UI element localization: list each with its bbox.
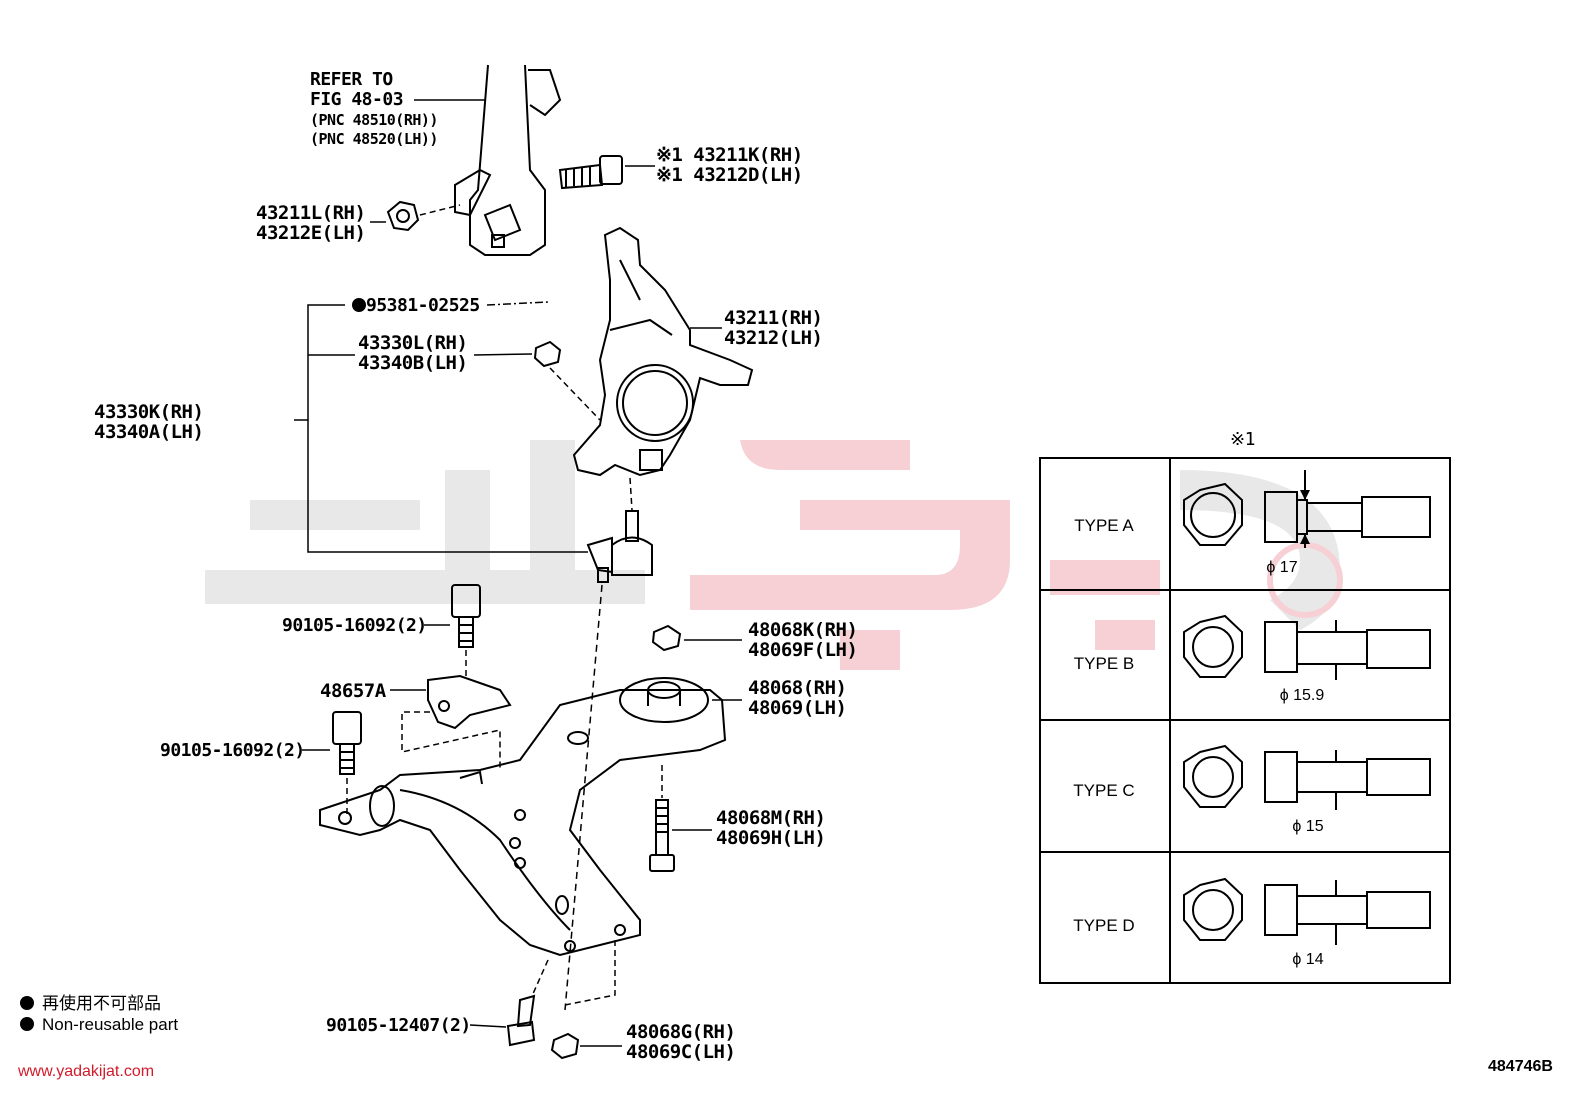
refer-line2: FIG 48-03: [310, 89, 404, 110]
table-header: ※1: [1230, 429, 1255, 450]
label-43212e-lh: 43212E(LH): [256, 222, 366, 244]
nut-43330l: [533, 340, 562, 368]
label-95381-02525: 95381-02525: [352, 296, 480, 315]
type-b-bolt-drawing: [1183, 614, 1431, 680]
label-90105-16092-b: 90105-16092(2): [160, 740, 305, 761]
type-d-diameter: ϕ 14: [1292, 951, 1324, 968]
type-a-diameter: ϕ 17: [1266, 559, 1298, 576]
bolt-90105-a: [451, 584, 481, 648]
bolt-type-table: [1039, 457, 1451, 984]
lower-control-arm: [319, 689, 727, 957]
label-43211l-rh: 43211L(RH): [256, 202, 366, 224]
label-48069-lh: 48069(LH): [748, 697, 847, 719]
legend-jp-text: 再使用不可部品: [42, 994, 161, 1013]
label-43212d-lh: ※1 43212D(LH): [656, 164, 803, 186]
non-reusable-dot-icon: [20, 1017, 34, 1031]
refer-line3: (PNC 48510(RH)): [310, 111, 438, 129]
watermark-logo: [205, 440, 1343, 670]
label-43330l-rh: 43330L(RH): [358, 332, 468, 354]
type-c-diameter: ϕ 15: [1292, 818, 1324, 835]
label-43330k-rh: 43330K(RH): [94, 401, 204, 423]
type-c-label: TYPE C: [1073, 781, 1135, 800]
ball-joint-bracket-lines: [294, 304, 588, 553]
type-b-diameter: ϕ 15.9: [1279, 687, 1325, 704]
type-c-bolt-drawing: [1183, 744, 1431, 810]
strut-assembly: [454, 64, 562, 256]
non-reusable-dot-icon: [20, 996, 34, 1010]
type-b-label: TYPE B: [1073, 654, 1135, 673]
label-43340a-lh: 43340A(LH): [94, 421, 204, 443]
nut-48068k: [651, 624, 682, 652]
steering-knuckle: [572, 226, 754, 477]
bolt-43211k: [558, 155, 623, 190]
figure-number: 484746B: [1488, 1058, 1553, 1075]
label-43340b-lh: 43340B(LH): [358, 352, 468, 374]
label-48068m-rh: 48068M(RH): [716, 807, 826, 829]
nut-43211l: [386, 200, 420, 232]
ball-joint: [586, 510, 653, 583]
bracket-48657a: [427, 674, 512, 730]
non-reusable-dot-icon: [352, 298, 366, 312]
legend-en: Non-reusable part: [20, 1015, 178, 1035]
label-48068-rh: 48068(RH): [748, 677, 847, 699]
refer-line1: REFER TO: [310, 69, 393, 90]
type-a-label: TYPE A: [1074, 516, 1134, 535]
bolt-90105-c: [506, 994, 536, 1047]
bolt-90105-b: [332, 711, 362, 775]
legend-jp: 再使用不可部品: [20, 989, 161, 1014]
type-d-label: TYPE D: [1073, 916, 1135, 935]
label-48069f-lh: 48069F(LH): [748, 639, 858, 661]
website-watermark: www.yadakijat.com: [18, 1063, 155, 1080]
type-a-arrows: [1300, 490, 1310, 544]
label-90105-12407: 90105-12407(2): [326, 1015, 471, 1036]
type-d-bolt-drawing: [1183, 877, 1431, 945]
label-48069h-lh: 48069H(LH): [716, 827, 826, 849]
label-43211k-rh: ※1 43211K(RH): [656, 144, 803, 166]
label-90105-16092-a: 90105-16092(2): [282, 615, 427, 636]
refer-line4: (PNC 48520(LH)): [310, 130, 438, 148]
label-95381-02525-text: 95381-02525: [366, 295, 480, 316]
label-43212-lh: 43212(LH): [724, 327, 823, 349]
nut-48068g: [550, 1032, 580, 1060]
label-48069c-lh: 48069C(LH): [626, 1041, 736, 1063]
label-48657a: 48657A: [320, 680, 386, 702]
label-48068g-rh: 48068G(RH): [626, 1021, 736, 1043]
label-48068k-rh: 48068K(RH): [748, 619, 858, 641]
type-a-bolt-drawing: [1183, 470, 1431, 548]
label-43211-rh: 43211(RH): [724, 307, 823, 329]
bolt-48068m: [649, 799, 675, 872]
bushing-48068: [619, 677, 709, 723]
legend-en-text: Non-reusable part: [42, 1015, 179, 1034]
